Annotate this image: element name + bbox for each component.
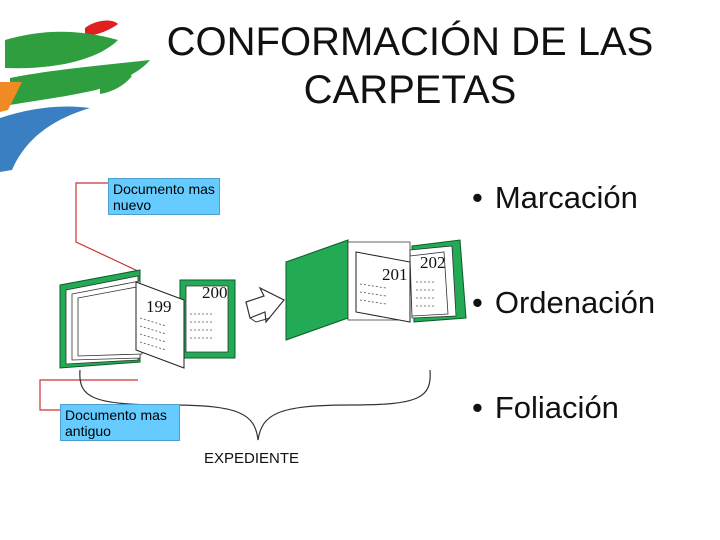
bullet-text: Ordenación [494,285,656,320]
folder-right-page [185,285,229,353]
connector-oldest [39,379,138,411]
logo-blue-shape [0,106,90,172]
folio-199: 199 [146,297,172,316]
institution-logo [0,20,150,172]
folio-202: 202 [420,253,446,272]
folder-page [409,251,449,317]
callout-oldest-document: Documento mas antiguo [60,404,180,441]
expediente-label: EXPEDIENTE [204,450,300,467]
logo-green-band [5,31,118,69]
turning-page [135,281,185,369]
arrow-right-icon [245,286,285,324]
folder-left-cover [285,239,349,341]
folio-200: 200 [202,283,228,302]
bullet-text: Marcación [494,180,638,215]
folder-page [77,285,143,357]
bullet-symbol: • [472,285,483,320]
bullet-text: Foliación [494,390,619,425]
connector-newest [75,182,141,273]
page-title: CONFORMACIÓN DE LAS CARPETAS [166,20,654,112]
right-folder: 201 202 [285,239,467,341]
turning-page [355,251,411,323]
logo-orange-shape [0,82,22,112]
logo-green-leaf [100,73,132,94]
logo-red-leaf [85,20,118,36]
bullet-marcacion: • Marcación [472,180,638,216]
left-folder: 199 200 [59,269,236,369]
bullet-symbol: • [472,390,483,425]
folio-201: 201 [382,265,408,284]
bullet-foliacion: • Foliación [472,390,619,426]
bullet-symbol: • [472,180,483,215]
expediente-brace [79,369,431,441]
logo-green-band-2 [10,60,150,105]
callout-newest-document: Documento mas nuevo [108,178,220,215]
bullet-ordenacion: • Ordenación [472,285,655,321]
